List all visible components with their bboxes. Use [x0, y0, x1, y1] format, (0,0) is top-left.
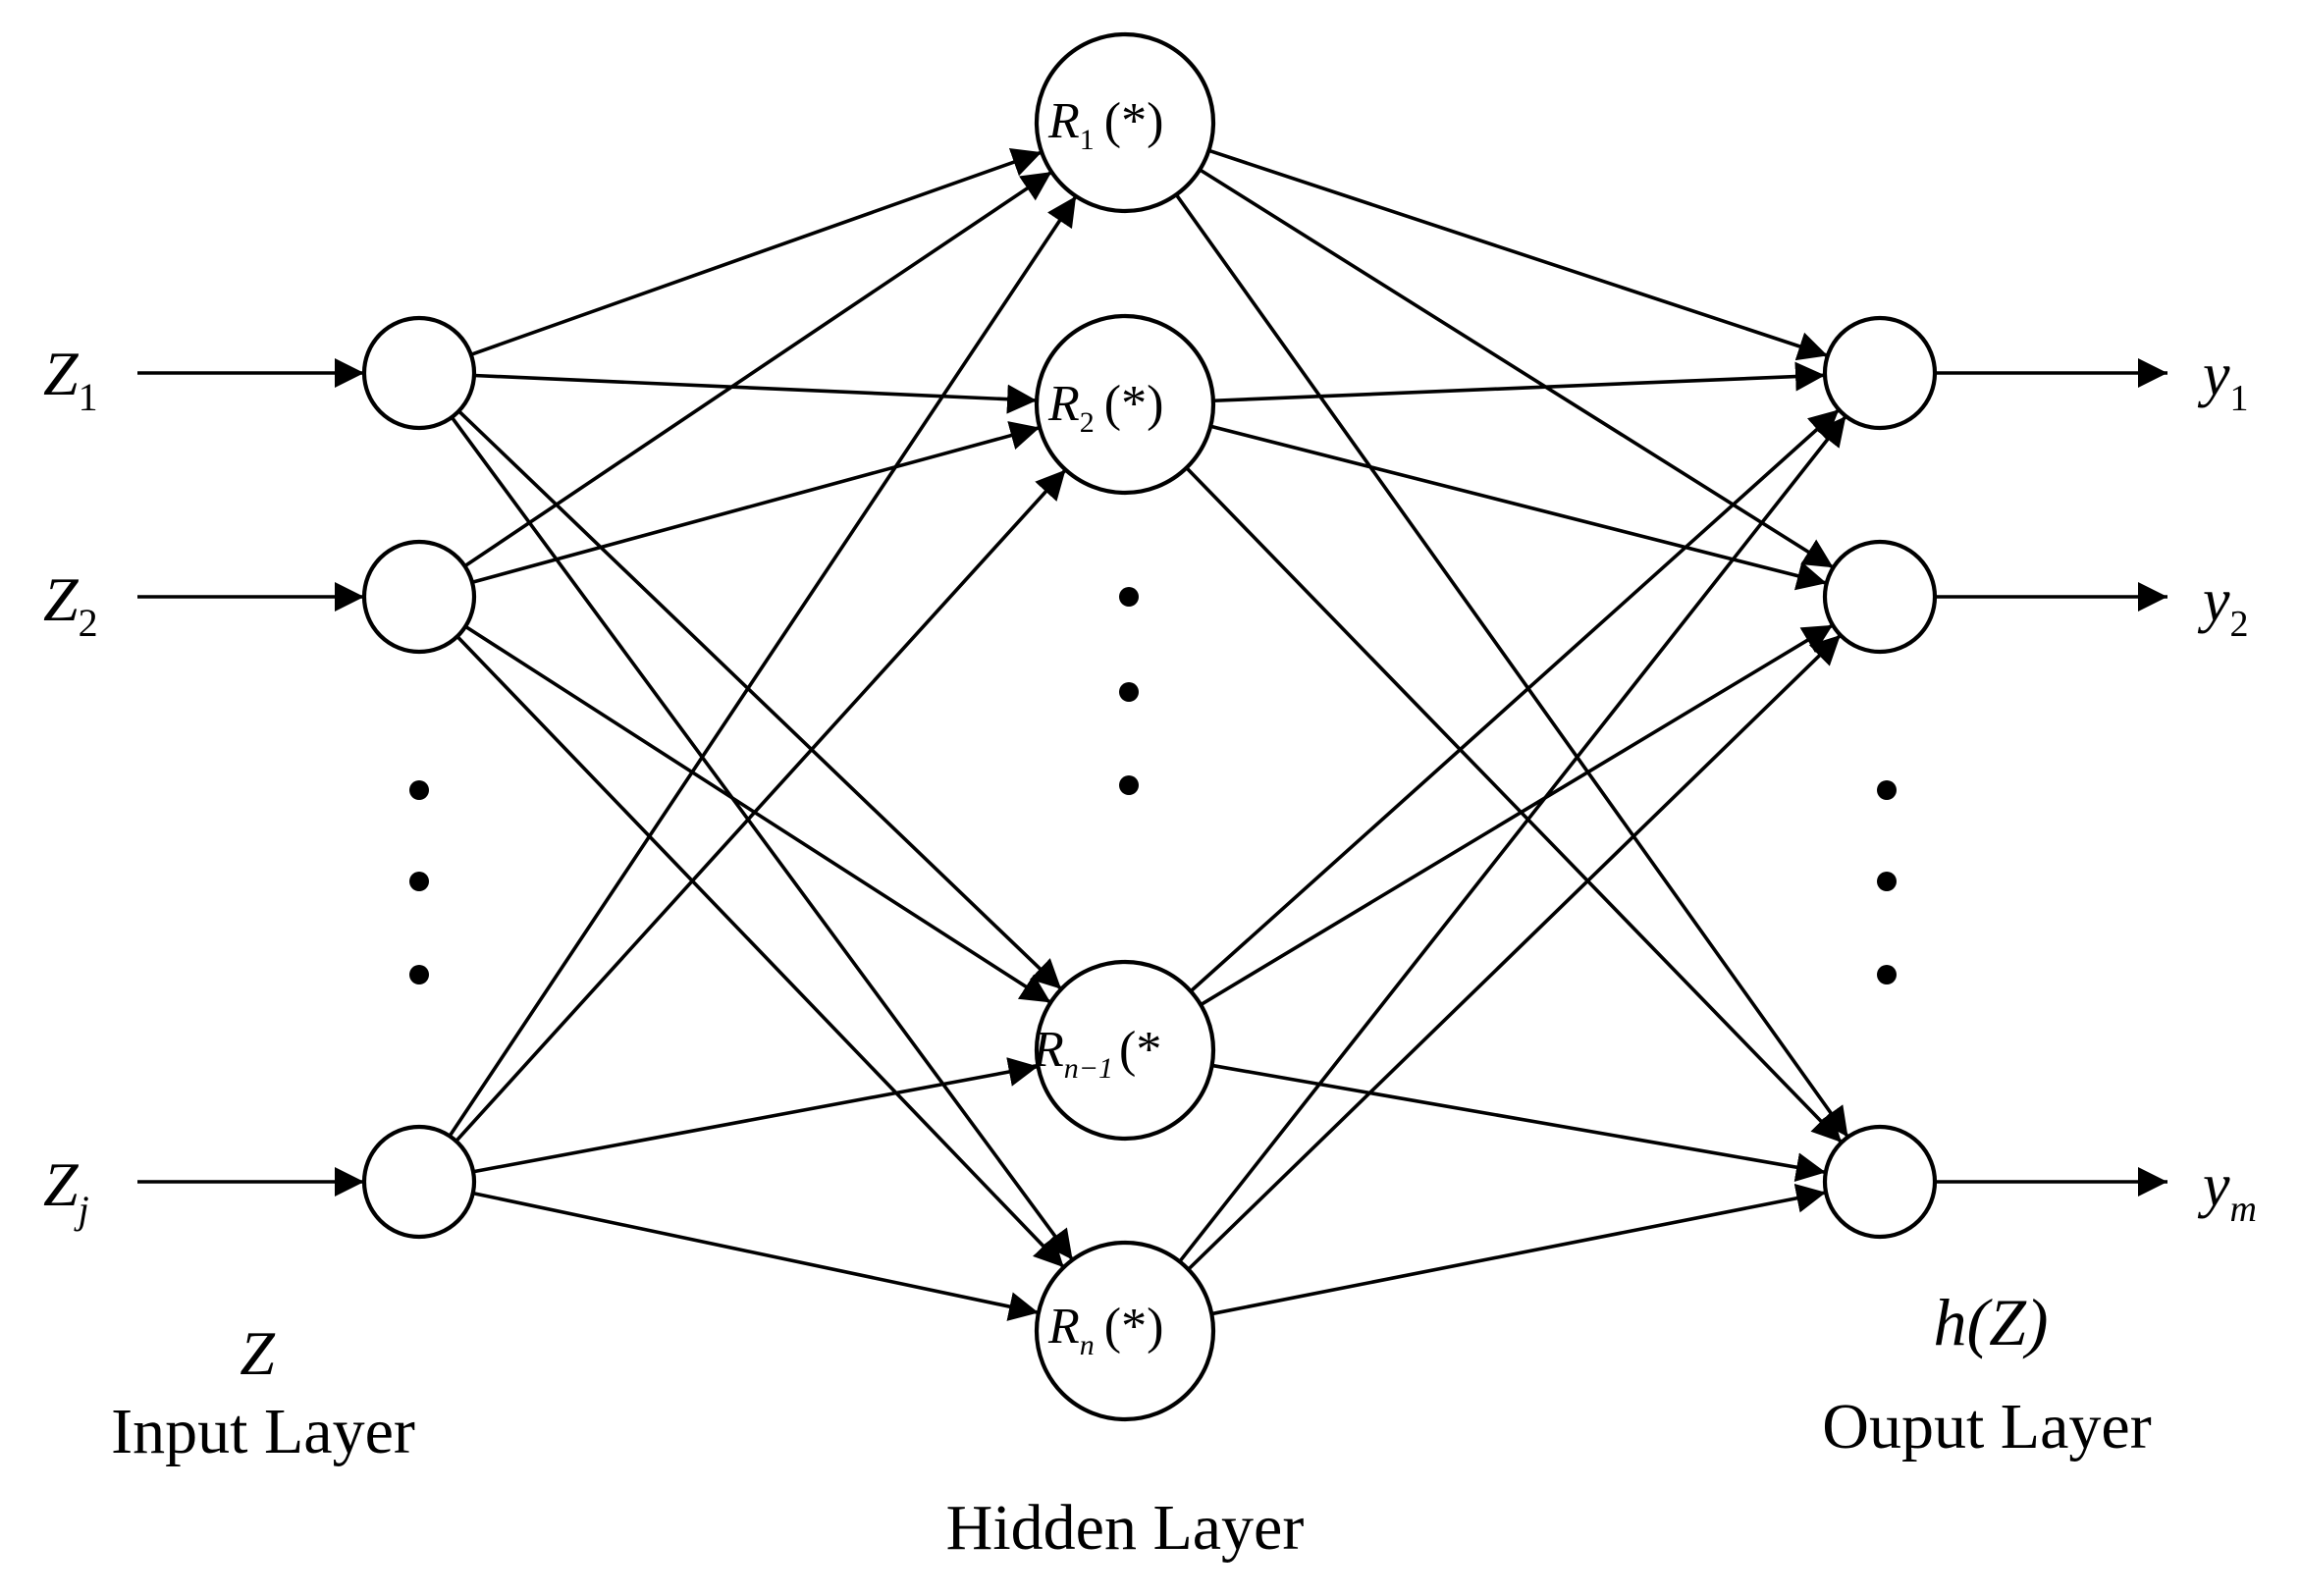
io-arrows — [137, 358, 2167, 1197]
output-label-y1: y1 — [2197, 342, 2249, 419]
hidden-layer-caption: Hidden Layer — [946, 1492, 1305, 1564]
edge-hidden-0-output-2 — [1174, 193, 1849, 1139]
hidden-node-1 — [1034, 313, 1216, 496]
input-node-0 — [361, 315, 477, 431]
edge-input-2-hidden-1 — [455, 468, 1067, 1143]
output-label-ym: ym — [2197, 1152, 2257, 1230]
edge-hidden-3-output-2 — [1210, 1183, 1827, 1316]
hidden-ellipsis-dot-1 — [1119, 682, 1139, 702]
edge-hidden-3-output-0 — [1178, 414, 1847, 1263]
input-node-2 — [361, 1124, 477, 1240]
edge-input-2-hidden-2 — [472, 1057, 1039, 1174]
ellipsis-dots — [409, 587, 1897, 984]
output-ellipsis-dot-2 — [1877, 965, 1897, 984]
input-ellipsis-dot-1 — [409, 872, 429, 891]
edge-hidden-2-output-2 — [1211, 1063, 1827, 1183]
edge-input-2-hidden-0 — [448, 194, 1078, 1138]
connection-edges — [448, 147, 1849, 1321]
hidden-ellipsis-dot-2 — [1119, 775, 1139, 795]
hidden-label-r1: R1(*) — [1047, 93, 1163, 156]
output-node-1 — [1822, 539, 1938, 655]
edge-hidden-0-output-0 — [1207, 148, 1829, 361]
input-node-1 — [361, 539, 477, 655]
output-layer-symbol: h(Z) — [1933, 1285, 2048, 1359]
edge-input-1-hidden-3 — [455, 635, 1065, 1269]
edge-hidden-1-output-0 — [1212, 361, 1826, 403]
edge-hidden-2-output-0 — [1189, 408, 1841, 993]
edge-input-0-hidden-2 — [457, 409, 1063, 990]
input-layer-symbol: Z — [240, 1318, 276, 1388]
input-layer-caption: Input Layer — [111, 1396, 415, 1467]
input-ellipsis-dot-2 — [409, 965, 429, 984]
hidden-node-0 — [1034, 31, 1216, 214]
edge-input-1-hidden-2 — [464, 624, 1052, 1004]
edge-hidden-2-output-1 — [1200, 623, 1834, 1007]
edge-hidden-3-output-1 — [1187, 633, 1843, 1271]
input-label-z1: Z1 — [43, 339, 98, 419]
edge-input-0-hidden-3 — [450, 416, 1075, 1261]
edge-input-1-hidden-1 — [471, 421, 1041, 585]
hidden-node-2 — [1034, 959, 1216, 1142]
output-node-0 — [1822, 315, 1938, 431]
output-node-2 — [1822, 1124, 1938, 1240]
edge-input-0-hidden-0 — [470, 147, 1043, 356]
input-label-zj: Zj — [43, 1149, 89, 1232]
output-layer-caption: Ouput Layer — [1822, 1391, 2151, 1463]
edge-input-1-hidden-0 — [463, 170, 1053, 568]
edge-hidden-1-output-1 — [1209, 424, 1828, 591]
output-ellipsis-dot-0 — [1877, 780, 1897, 800]
hidden-label-rn-1: Rn−1(* — [1032, 1022, 1161, 1085]
output-ellipsis-dot-1 — [1877, 872, 1897, 891]
input-label-z2: Z2 — [43, 564, 98, 645]
output-label-y2: y2 — [2197, 567, 2249, 645]
edge-input-2-hidden-3 — [472, 1191, 1040, 1321]
network-nodes — [361, 31, 1938, 1422]
hidden-label-r2: R2(*) — [1047, 376, 1163, 439]
input-ellipsis-dot-0 — [409, 780, 429, 800]
edge-hidden-0-output-1 — [1199, 168, 1835, 569]
hidden-node-3 — [1034, 1240, 1216, 1422]
hidden-label-rn: Rn(*) — [1047, 1299, 1163, 1361]
edge-hidden-1-output-2 — [1185, 466, 1844, 1144]
hidden-ellipsis-dot-0 — [1119, 587, 1139, 607]
